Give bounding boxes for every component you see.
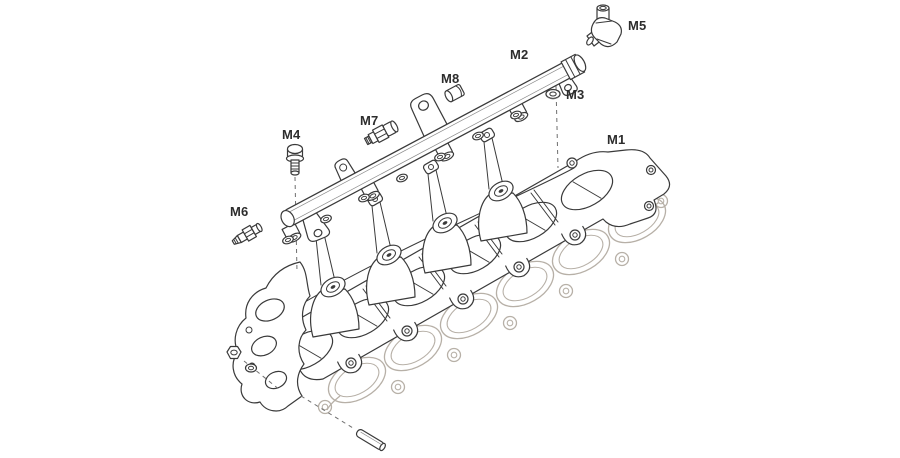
intake-manifold	[232, 127, 671, 412]
fuel-rail	[280, 53, 587, 243]
part-label-m3: M3	[566, 87, 584, 102]
leader-m3	[555, 85, 559, 169]
part-labels: M1 M2 M3 M4 M5 M6 M7 M8	[230, 18, 646, 219]
part-label-m5: M5	[628, 18, 646, 33]
part-m6-fitting	[231, 222, 263, 245]
part-label-m4: M4	[282, 127, 301, 142]
leader-dowel-pin	[300, 395, 354, 429]
gasket-bolt-tabs-lower	[390, 251, 630, 395]
dowel-pin	[355, 429, 386, 452]
part-m5-elbow-fitting	[586, 4, 622, 48]
manifold-runner-towers	[310, 127, 559, 338]
part-m8-cap	[444, 84, 465, 103]
leader-lines	[243, 85, 559, 429]
part-m7-sensor	[363, 120, 399, 146]
part-label-m8: M8	[441, 71, 459, 86]
part-label-m6: M6	[230, 204, 248, 219]
part-m3-seal	[545, 88, 561, 100]
manifold-bolt-ears-lower	[336, 225, 587, 374]
injector-seals	[282, 110, 522, 245]
part-label-m1: M1	[607, 132, 625, 147]
part-label-m2: M2	[510, 47, 528, 62]
manifold-left-end-plate	[232, 261, 311, 412]
nut-and-washer	[226, 345, 258, 373]
part-m4-bolt	[285, 143, 305, 176]
part-label-m7: M7	[360, 113, 378, 128]
